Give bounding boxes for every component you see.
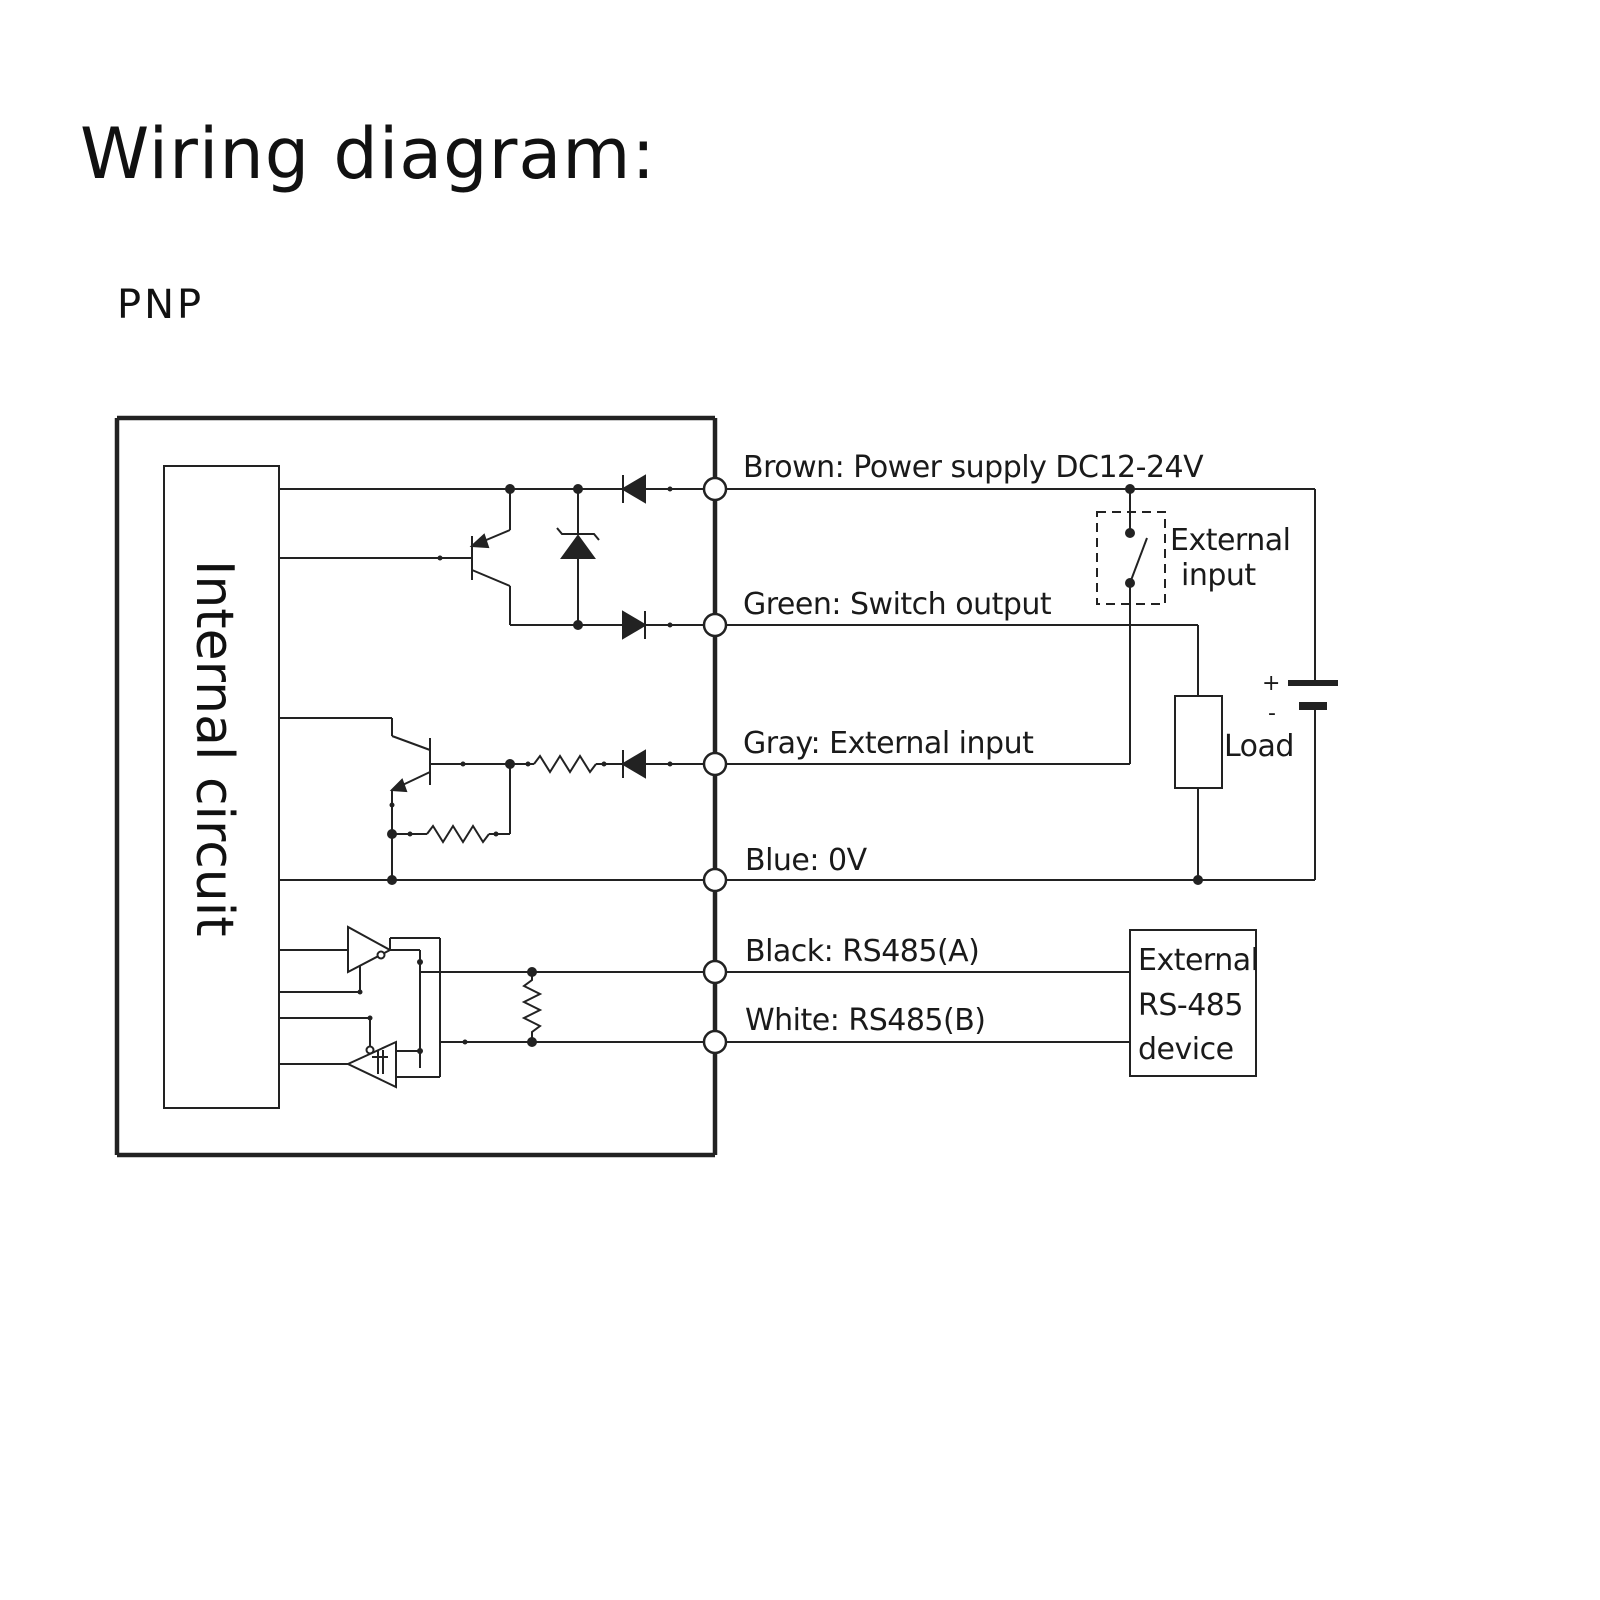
external-wiring: + - <box>715 484 1338 1077</box>
terminal-brown <box>702 476 728 502</box>
terminal-black <box>702 959 728 985</box>
rs485-device-label-line1: External <box>1138 943 1258 978</box>
battery-icon <box>1288 679 1338 710</box>
terminals <box>702 476 728 1055</box>
diode-icon <box>621 474 646 504</box>
load-label: Load <box>1224 729 1294 764</box>
wire-label-gray: Gray: External input <box>743 726 1034 761</box>
diode-icon <box>621 749 646 779</box>
terminal-blue <box>702 867 728 893</box>
zener-diode-icon <box>560 534 596 559</box>
internal-circuit-block: Internal circuit <box>163 465 280 1109</box>
terminal-gray <box>702 751 728 777</box>
output-stage <box>279 474 703 640</box>
resistor-icon <box>533 754 597 774</box>
ground-rail <box>279 875 703 885</box>
rs485-device-label-line2: RS-485 <box>1138 988 1243 1023</box>
resistor-icon <box>426 824 490 844</box>
external-input-label-line1: External <box>1170 523 1290 558</box>
load-resistor-icon <box>1174 695 1223 789</box>
battery-plus-label: + <box>1262 671 1280 696</box>
rs485-device-box <box>1129 929 1257 1077</box>
battery-minus-label: - <box>1268 701 1275 726</box>
external-input-label-line2: input <box>1181 558 1256 593</box>
resistor-icon <box>521 972 543 1042</box>
driver-icon <box>347 925 393 974</box>
wire-label-brown: Brown: Power supply DC12-24V <box>743 450 1204 485</box>
wire-label-green: Green: Switch output <box>743 587 1052 622</box>
rs485-transceiver <box>279 925 703 1089</box>
wire-label-black: Black: RS485(A) <box>745 934 979 969</box>
diagram-subtitle: PNP <box>117 282 204 328</box>
rs485-device-label-line3: device <box>1138 1032 1234 1067</box>
page-title: Wiring diagram: <box>80 113 656 195</box>
wire-label-white: White: RS485(B) <box>745 1003 986 1038</box>
terminal-white <box>702 1029 728 1055</box>
diode-icon <box>622 610 647 640</box>
wire-label-blue: Blue: 0V <box>745 843 868 878</box>
internal-circuit-label: Internal circuit <box>184 560 244 937</box>
external-input-switch-box <box>1096 511 1166 605</box>
input-stage <box>279 717 703 880</box>
terminal-green <box>702 612 728 638</box>
switch-icon <box>1129 537 1148 584</box>
